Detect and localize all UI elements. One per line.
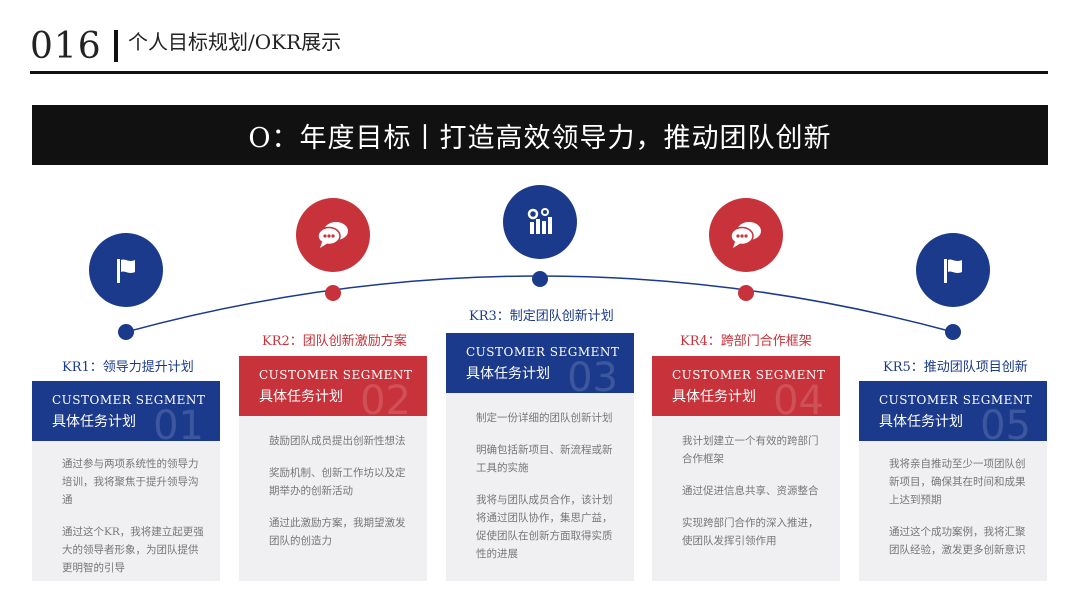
- segment-label: CUSTOMER SEGMENT: [259, 368, 413, 382]
- task-title: 具体任务计划: [466, 366, 550, 382]
- kr2-card-body: 鼓励团队成员提出创新性想法 奖励机制、创新工作坊以及定期举办的创新活动 通过此激…: [239, 416, 427, 581]
- kr1-card: CUSTOMER SEGMENT 具体任务计划 01 通过参与两项系统性的领导力…: [32, 381, 220, 581]
- kr4-label: KR4：跨部门合作框架: [680, 334, 812, 349]
- segment-label: CUSTOMER SEGMENT: [879, 393, 1033, 407]
- card-paragraph: 奖励机制、创新工作坊以及定期举办的创新活动: [269, 467, 406, 497]
- kr2-card-header: CUSTOMER SEGMENT 具体任务计划 02: [239, 356, 427, 416]
- card-paragraph: 我计划建立一个有效的跨部门合作框架: [682, 435, 819, 465]
- card-paragraph: 我将亲自推动至少一项团队创新项目，确保其在时间和成果上达到预期: [889, 458, 1026, 506]
- arc-node-5: [945, 324, 961, 340]
- flag-icon: [117, 259, 135, 283]
- card-paragraph: 鼓励团队成员提出创新性想法: [269, 435, 406, 447]
- page-title: 个人目标规划/OKR展示: [128, 30, 342, 54]
- kr1-card-body: 通过参与两项系统性的领导力培训，我将聚焦于提升领导沟通 通过这个KR，我将建立起…: [32, 441, 220, 581]
- card-paragraph: 实现跨部门合作的深入推进，使团队发挥引领作用: [682, 517, 819, 547]
- kr1-icon-circle: [89, 233, 163, 307]
- card-number: 04: [773, 378, 824, 416]
- kr4-card: CUSTOMER SEGMENT 具体任务计划 04 我计划建立一个有效的跨部门…: [652, 356, 840, 581]
- page-number: 016: [30, 26, 102, 67]
- task-title: 具体任务计划: [672, 389, 756, 405]
- card-number: 01: [153, 403, 204, 441]
- card-paragraph: 我将与团队成员合作，该计划将通过团队协作，集思广益，促使团队在创新方面取得实质性…: [476, 494, 613, 560]
- arc-node-1: [118, 324, 134, 340]
- kr4-icon-circle: [709, 198, 783, 272]
- kr1-card-header: CUSTOMER SEGMENT 具体任务计划 01: [32, 381, 220, 441]
- kr3-card-header: CUSTOMER SEGMENT 具体任务计划 03: [446, 333, 634, 393]
- kr3-label: KR3：制定团队创新计划: [469, 309, 614, 324]
- card-number: 05: [980, 403, 1031, 441]
- kr1-label: KR1：领导力提升计划: [62, 360, 194, 375]
- header-rule: [30, 71, 1048, 74]
- segment-label: CUSTOMER SEGMENT: [466, 345, 620, 359]
- task-title: 具体任务计划: [259, 389, 343, 405]
- kr2-icon-circle: [296, 198, 370, 272]
- segment-label: CUSTOMER SEGMENT: [672, 368, 826, 382]
- kr2-label: KR2：团队创新激励方案: [262, 334, 407, 349]
- task-title: 具体任务计划: [879, 414, 963, 430]
- flag-icon: [944, 259, 962, 283]
- kr5-card: CUSTOMER SEGMENT 具体任务计划 05 我将亲自推动至少一项团队创…: [859, 381, 1047, 581]
- card-number: 03: [567, 355, 618, 393]
- kr5-card-body: 我将亲自推动至少一项团队创新项目，确保其在时间和成果上达到预期 通过这个成功案例…: [859, 441, 1047, 581]
- card-paragraph: 制定一份详细的团队创新计划: [476, 412, 613, 424]
- card-paragraph: 通过这个成功案例，我将汇聚团队经验，激发更多创新意识: [889, 526, 1026, 556]
- kr3-card: CUSTOMER SEGMENT 具体任务计划 03 制定一份详细的团队创新计划…: [446, 333, 634, 581]
- arc-node-3: [532, 271, 548, 287]
- card-paragraph: 通过促进信息共享、资源整合: [682, 485, 819, 497]
- card-paragraph: 明确包括新项目、新流程或新工具的实施: [476, 444, 613, 474]
- chat-bubbles-icon: [317, 222, 348, 248]
- kr4-card-header: CUSTOMER SEGMENT 具体任务计划 04: [652, 356, 840, 416]
- kr2-card: CUSTOMER SEGMENT 具体任务计划 02 鼓励团队成员提出创新性想法…: [239, 356, 427, 581]
- kr3-icon-circle: [503, 185, 577, 259]
- chat-bubbles-icon: [730, 222, 761, 248]
- card-paragraph: 通过这个KR，我将建立起更强大的领导者形象，为团队提供更明智的引导: [62, 526, 204, 574]
- card-number: 02: [360, 378, 411, 416]
- arc-node-4: [738, 285, 754, 301]
- task-title: 具体任务计划: [52, 414, 136, 430]
- objective-banner: O：年度目标丨打造高效领导力，推动团队创新: [32, 105, 1048, 165]
- chart-gears-icon: [527, 208, 552, 234]
- title-divider-bar: [114, 30, 118, 62]
- kr4-card-body: 我计划建立一个有效的跨部门合作框架 通过促进信息共享、资源整合 实现跨部门合作的…: [652, 416, 840, 581]
- kr3-card-body: 制定一份详细的团队创新计划 明确包括新项目、新流程或新工具的实施 我将与团队成员…: [446, 393, 634, 581]
- card-paragraph: 通过此激励方案，我期望激发团队的创造力: [269, 517, 406, 547]
- arc-node-2: [325, 285, 341, 301]
- kr5-card-header: CUSTOMER SEGMENT 具体任务计划 05: [859, 381, 1047, 441]
- card-paragraph: 通过参与两项系统性的领导力培训，我将聚焦于提升领导沟通: [62, 458, 199, 506]
- segment-label: CUSTOMER SEGMENT: [52, 393, 206, 407]
- kr5-label: KR5：推动团队项目创新: [883, 360, 1028, 375]
- kr5-icon-circle: [916, 233, 990, 307]
- objective-text: O：年度目标丨打造高效领导力，推动团队创新: [248, 122, 832, 154]
